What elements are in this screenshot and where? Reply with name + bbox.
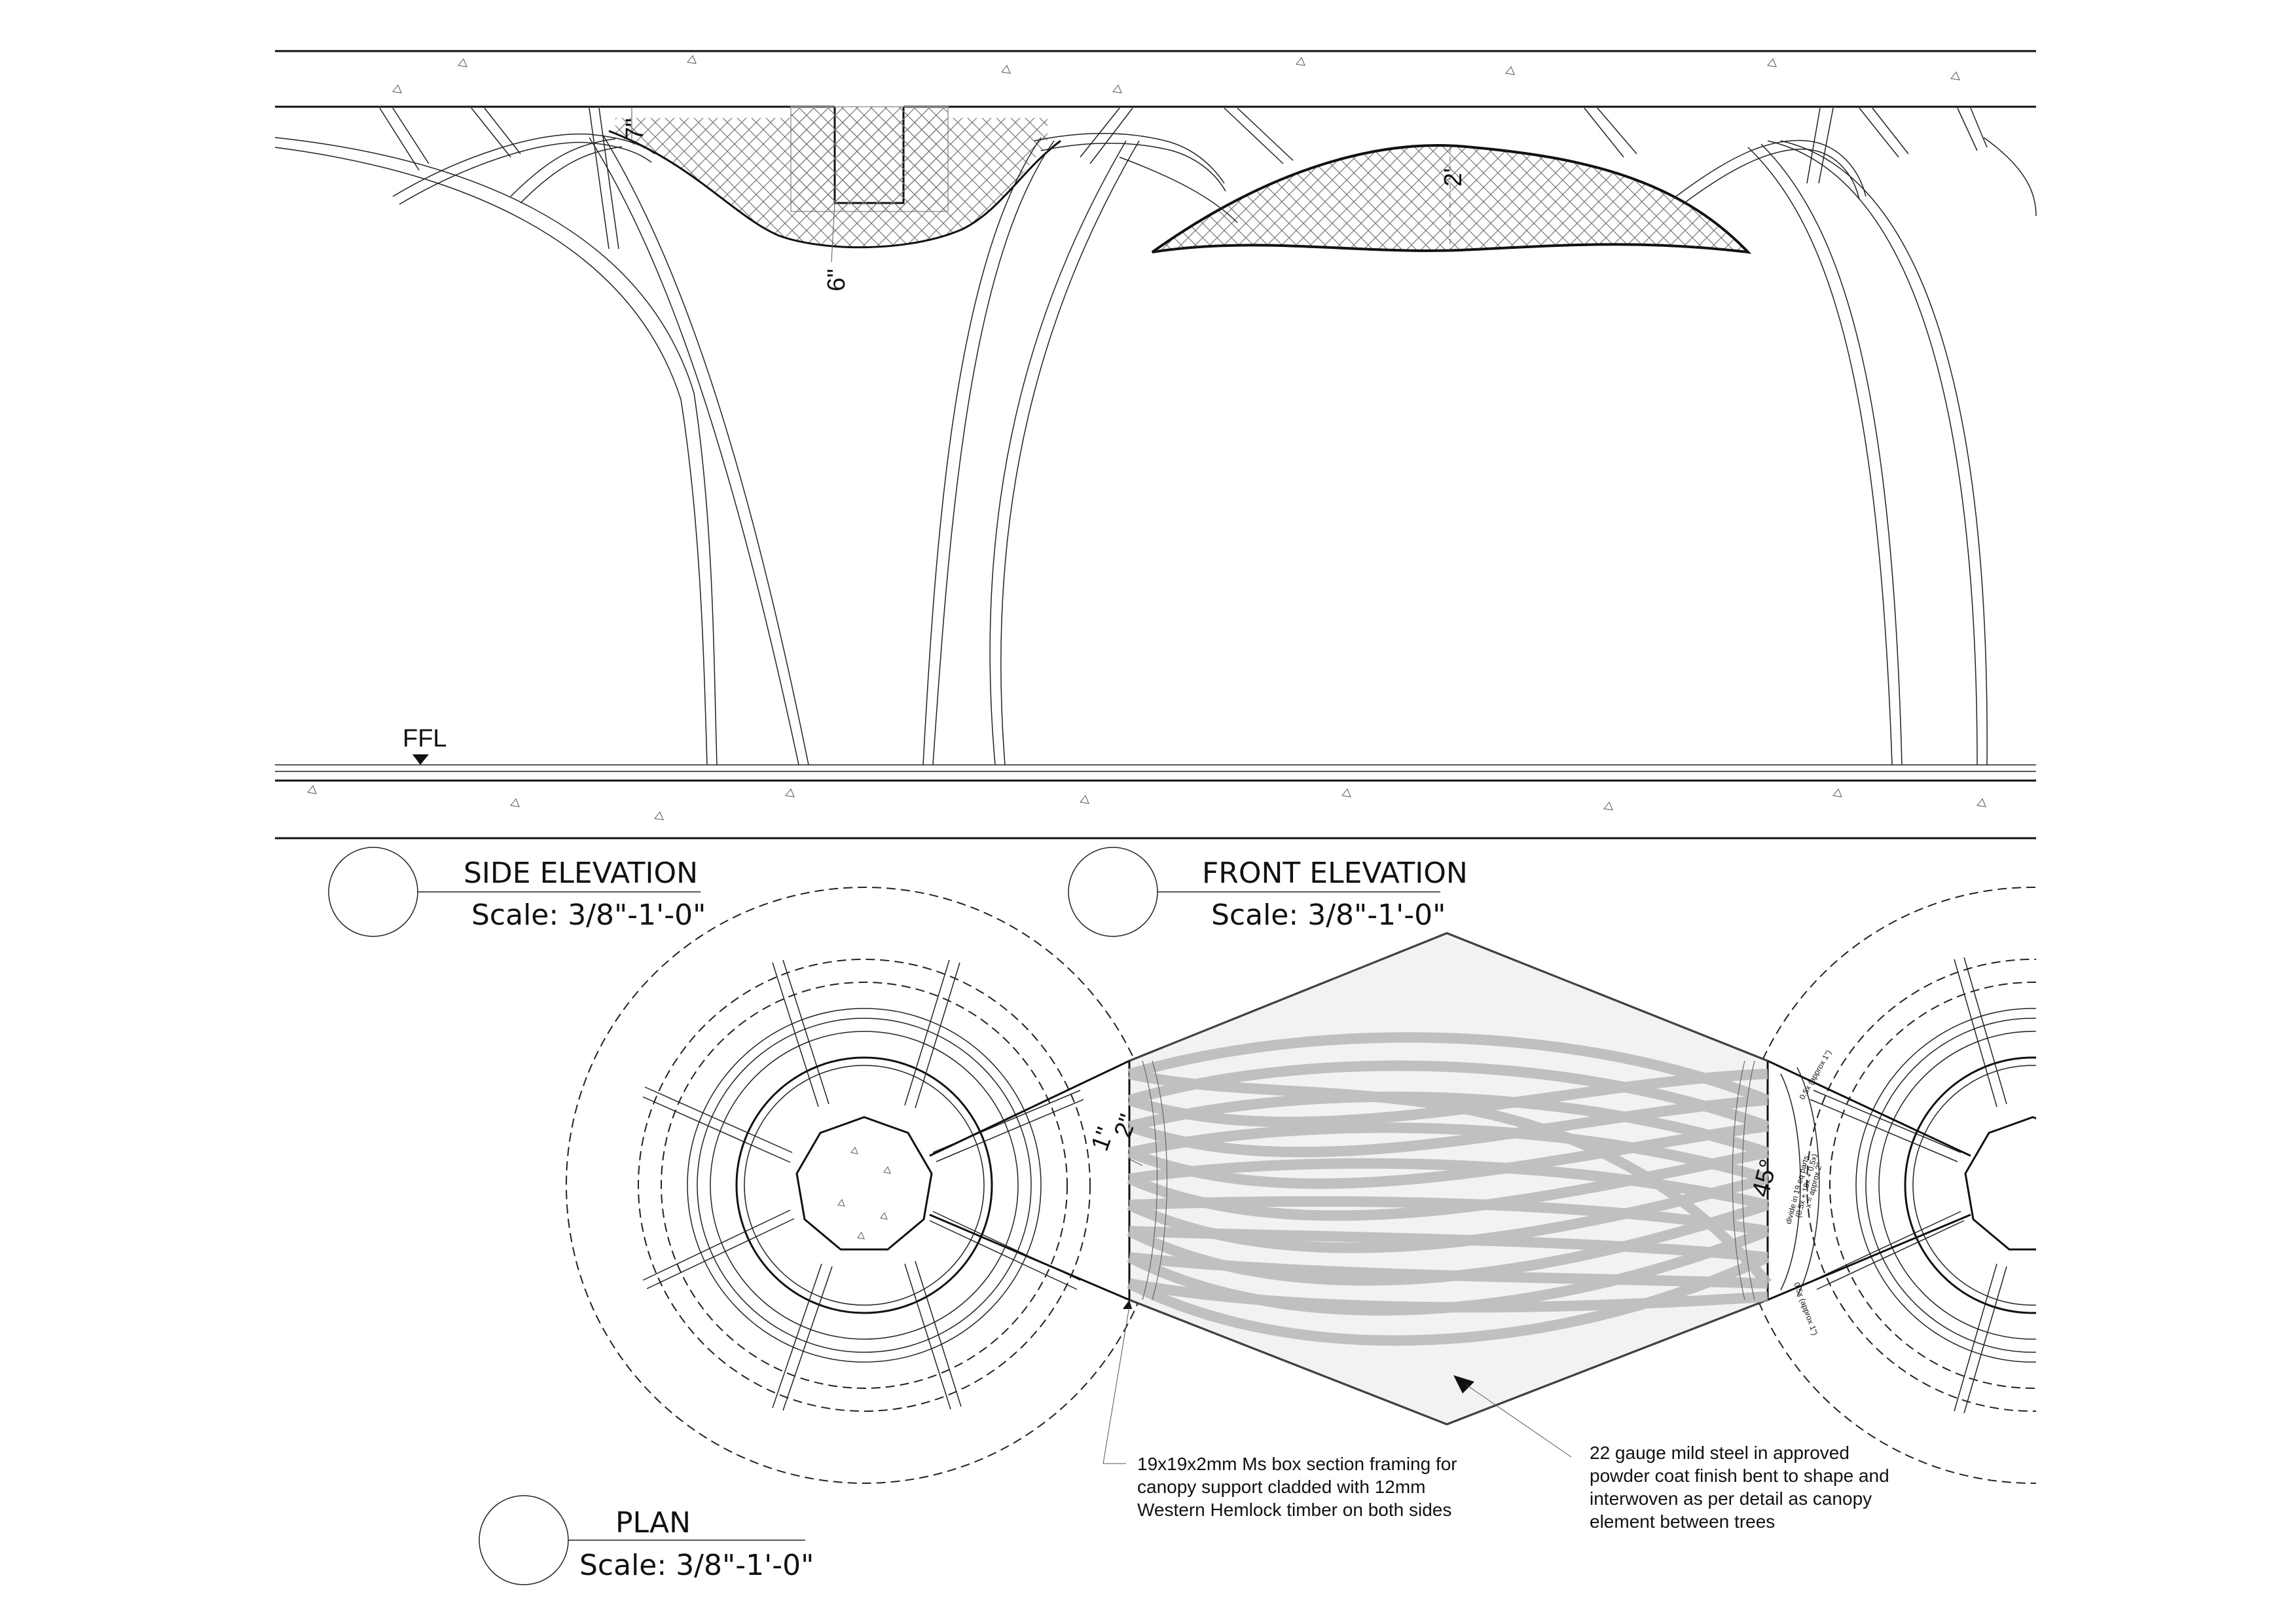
- side-canopy-section: [608, 118, 1061, 249]
- side-elevation-scale: Scale: 3/8"-1'-0": [471, 898, 706, 932]
- floor-slab: FFL: [275, 725, 2036, 840]
- ffl-marker: [412, 754, 429, 765]
- tree-trunks: [274, 134, 2037, 766]
- weave-strips: [1127, 1032, 1772, 1346]
- note-canopy-line-2: powder coat finish bent to shape and: [1590, 1466, 1889, 1486]
- plan-notes: 19x19x2mm Ms box section framing for can…: [1102, 1300, 1889, 1532]
- plan-canopy-edges: [929, 1060, 1971, 1301]
- dim-half-x-top: 0.5x (approx 1"): [1797, 1048, 1833, 1101]
- plan-scale: Scale: 3/8"-1'-0": [579, 1549, 814, 1582]
- note-canopy: 22 gauge mild steel in approved powder c…: [1590, 1443, 1889, 1532]
- elevation-dimensions: 7" 6" 2': [621, 107, 1467, 291]
- ceiling-slab: [275, 50, 2036, 212]
- note-canopy-line-1: 22 gauge mild steel in approved: [1590, 1443, 1850, 1463]
- title-front-elevation: FRONT ELEVATION Scale: 3/8"-1'-0": [1068, 847, 1468, 937]
- dim-6in: 6": [823, 268, 850, 291]
- plan-tree-right: [1734, 887, 2036, 1484]
- tree-branches: [379, 107, 1988, 249]
- title-side-elevation: SIDE ELEVATION Scale: 3/8"-1'-0": [328, 847, 706, 937]
- elevation-drawing: 7" 6" 2' FFL: [274, 50, 2037, 840]
- dim-half-x-bottom: 0.5x (approx 1"): [1792, 1281, 1819, 1337]
- plan-tree-left: [566, 887, 1163, 1484]
- note-framing-line-1: 19x19x2mm Ms box section framing for: [1137, 1454, 1457, 1474]
- plan-branch-arms-left: [642, 959, 1084, 1411]
- plan-woven-canopy: [1127, 932, 1772, 1426]
- note-framing-line-2: canopy support cladded with 12mm: [1137, 1477, 1425, 1497]
- dim-2ft: 2': [1440, 168, 1467, 187]
- note-canopy-line-4: element between trees: [1590, 1511, 1775, 1532]
- front-canopy-section: [1151, 144, 1752, 254]
- front-elevation-title: FRONT ELEVATION: [1202, 857, 1468, 890]
- note-canopy-line-3: interwoven as per detail as canopy: [1590, 1488, 1872, 1509]
- title-plan: PLAN Scale: 3/8"-1'-0": [479, 1495, 814, 1585]
- ffl-label: FFL: [403, 725, 447, 752]
- plan-drawing: 1" 2" 45° 0.5x (approx 1") divide in 19 …: [566, 887, 2036, 1532]
- note-framing-line-3: Western Hemlock timber on both sides: [1137, 1500, 1451, 1520]
- plan-title: PLAN: [615, 1506, 691, 1540]
- front-elevation-scale: Scale: 3/8"-1'-0": [1211, 898, 1446, 932]
- side-elevation-title: SIDE ELEVATION: [464, 857, 698, 890]
- dim-7in: 7": [621, 118, 649, 141]
- note-framing: 19x19x2mm Ms box section framing for can…: [1137, 1454, 1457, 1520]
